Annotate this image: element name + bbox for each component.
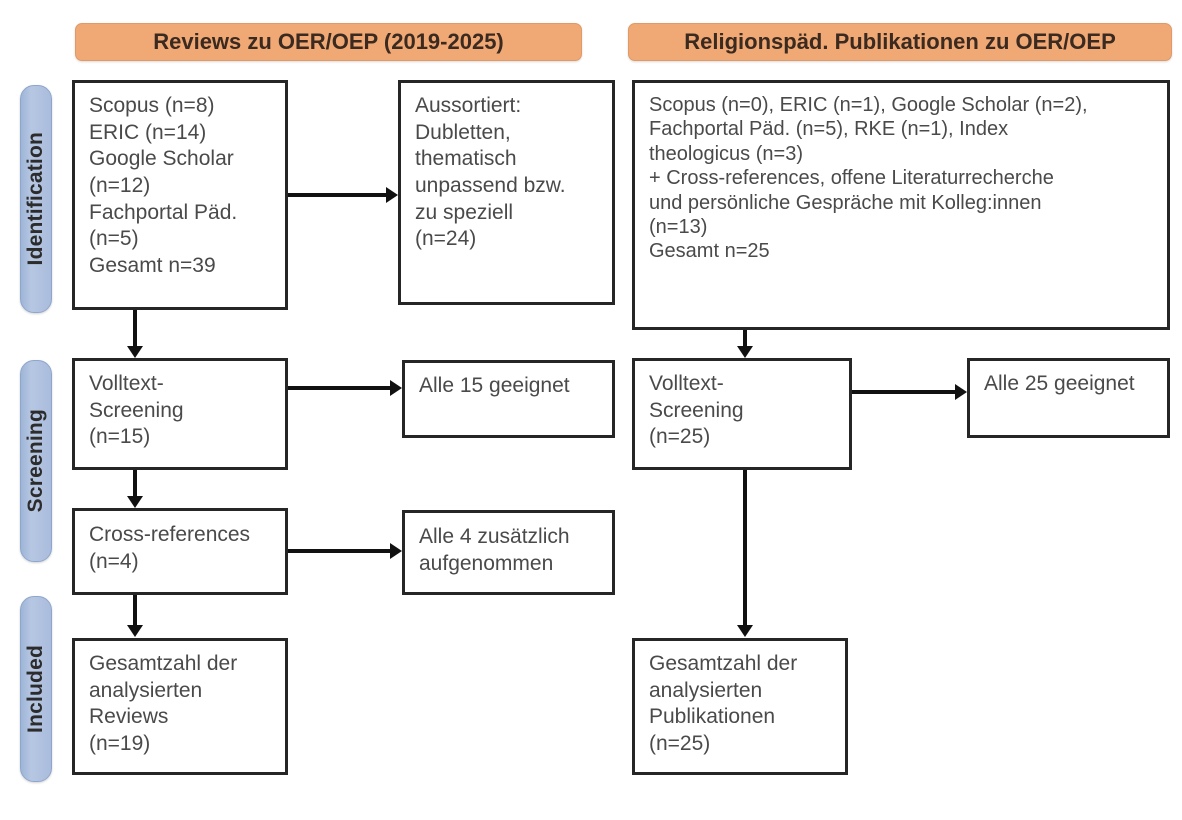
connector-right-screening-to-included — [743, 470, 747, 625]
connector-left-screening-to-crossref — [133, 470, 137, 496]
box-left-included-total-text: Gesamtzahl der analysierten Reviews (n=1… — [89, 652, 238, 755]
stage-label-included: Included — [24, 645, 47, 733]
box-right-fulltext-result: Alle 25 geeignet — [967, 358, 1170, 438]
arrowhead-right-screening-to-result — [955, 384, 967, 400]
stage-pill-screening: Screening — [20, 360, 52, 562]
arrowhead-left-crossref-to-result — [390, 543, 402, 559]
box-right-fulltext-result-text: Alle 25 geeignet — [984, 372, 1135, 395]
column-header-reviews: Reviews zu OER/OEP (2019-2025) — [75, 23, 582, 61]
box-right-fulltext-screening-text: Volltext- Screening (n=25) — [649, 372, 744, 449]
arrowhead-left-sources-to-screening — [127, 346, 143, 358]
box-right-identification-sources: Scopus (n=0), ERIC (n=1), Google Scholar… — [632, 80, 1170, 330]
box-left-fulltext-result: Alle 15 geeignet — [402, 360, 615, 438]
connector-right-sources-to-screening — [743, 330, 747, 346]
stage-label-identification: Identification — [24, 132, 47, 266]
column-header-reviews-label: Reviews zu OER/OEP (2019-2025) — [153, 29, 504, 54]
box-left-cross-references-result: Alle 4 zusätzlich aufgenommen — [402, 510, 615, 595]
box-right-identification-sources-text: Scopus (n=0), ERIC (n=1), Google Scholar… — [649, 94, 1088, 263]
box-left-excluded: Aussortiert: Dubletten, thematisch unpas… — [398, 80, 615, 305]
box-right-included-total-text: Gesamtzahl der analysierten Publikatione… — [649, 652, 798, 755]
box-left-cross-references-result-text: Alle 4 zusätzlich aufgenommen — [419, 525, 570, 576]
box-left-cross-references-text: Cross-references (n=4) — [89, 523, 251, 574]
column-header-publications-label: Religionspäd. Publikationen zu OER/OEP — [684, 29, 1116, 54]
column-header-publications: Religionspäd. Publikationen zu OER/OEP — [628, 23, 1172, 61]
connector-right-screening-to-result — [852, 390, 955, 394]
arrowhead-left-crossref-to-included — [127, 625, 143, 637]
connector-left-sources-to-excluded — [288, 193, 386, 197]
arrowhead-left-screening-to-result — [390, 380, 402, 396]
arrowhead-right-screening-to-included — [737, 625, 753, 637]
arrowhead-left-screening-to-crossref — [127, 496, 143, 508]
box-left-identification-sources-text: Scopus (n=8) ERIC (n=14) Google Scholar … — [89, 94, 238, 277]
box-left-fulltext-screening: Volltext- Screening (n=15) — [72, 358, 288, 470]
stage-pill-included: Included — [20, 596, 52, 782]
arrowhead-right-sources-to-screening — [737, 346, 753, 358]
box-left-cross-references: Cross-references (n=4) — [72, 508, 288, 595]
connector-left-crossref-to-result — [288, 549, 390, 553]
connector-left-crossref-to-included — [133, 595, 137, 625]
box-left-identification-sources: Scopus (n=8) ERIC (n=14) Google Scholar … — [72, 80, 288, 310]
box-right-fulltext-screening: Volltext- Screening (n=25) — [632, 358, 852, 470]
box-left-included-total: Gesamtzahl der analysierten Reviews (n=1… — [72, 638, 288, 775]
connector-left-screening-to-result — [288, 386, 390, 390]
box-left-fulltext-result-text: Alle 15 geeignet — [419, 374, 570, 397]
arrowhead-left-sources-to-excluded — [386, 187, 398, 203]
stage-pill-identification: Identification — [20, 85, 52, 313]
box-left-excluded-text: Aussortiert: Dubletten, thematisch unpas… — [415, 94, 566, 251]
box-left-fulltext-screening-text: Volltext- Screening (n=15) — [89, 372, 184, 449]
box-right-included-total: Gesamtzahl der analysierten Publikatione… — [632, 638, 848, 775]
stage-label-screening: Screening — [24, 409, 47, 513]
connector-left-sources-to-screening — [133, 310, 137, 346]
